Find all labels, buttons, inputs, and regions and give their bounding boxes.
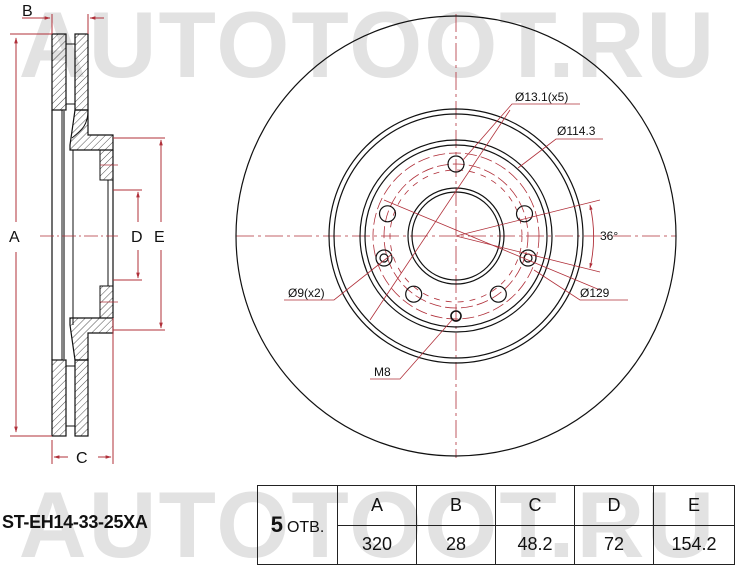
side-view-dimensions <box>10 14 165 464</box>
callout-pcd: Ø114.3 <box>557 124 596 138</box>
callout-thread: M8 <box>374 365 391 379</box>
side-view <box>40 33 118 437</box>
callout-angle: 36° <box>600 229 618 243</box>
dim-label-b: B <box>22 3 33 20</box>
holes-label: ОТВ. <box>286 519 325 536</box>
value-b: 28 <box>416 524 496 565</box>
column-header-e: E <box>653 485 735 526</box>
callout-hat-diameter: Ø129 <box>580 286 610 300</box>
part-number: ST-EH14-33-25XA <box>2 512 148 532</box>
specs-value-row: 320 28 48.2 72 154.2 <box>258 524 735 565</box>
column-header-b: B <box>416 485 496 526</box>
column-header-c: C <box>495 485 575 526</box>
holes-count: 5 <box>270 512 283 537</box>
value-e: 154.2 <box>653 524 735 565</box>
brake-disc-drawing: A B C D E <box>9 3 677 467</box>
dim-label-c: C <box>76 450 88 467</box>
value-a: 320 <box>337 524 417 565</box>
dim-label-e: E <box>154 229 165 246</box>
value-c: 48.2 <box>495 524 575 565</box>
dim-label-a: A <box>9 229 20 246</box>
callout-pilot-holes: Ø9(x2) <box>288 286 325 300</box>
front-view <box>235 14 677 458</box>
dim-label-d: D <box>131 229 143 246</box>
front-view-leaders <box>284 103 628 380</box>
value-d: 72 <box>574 524 654 565</box>
column-header-d: D <box>574 485 654 526</box>
column-header-a: A <box>337 485 417 526</box>
callout-bolt-hole: Ø13.1(x5) <box>515 90 568 104</box>
